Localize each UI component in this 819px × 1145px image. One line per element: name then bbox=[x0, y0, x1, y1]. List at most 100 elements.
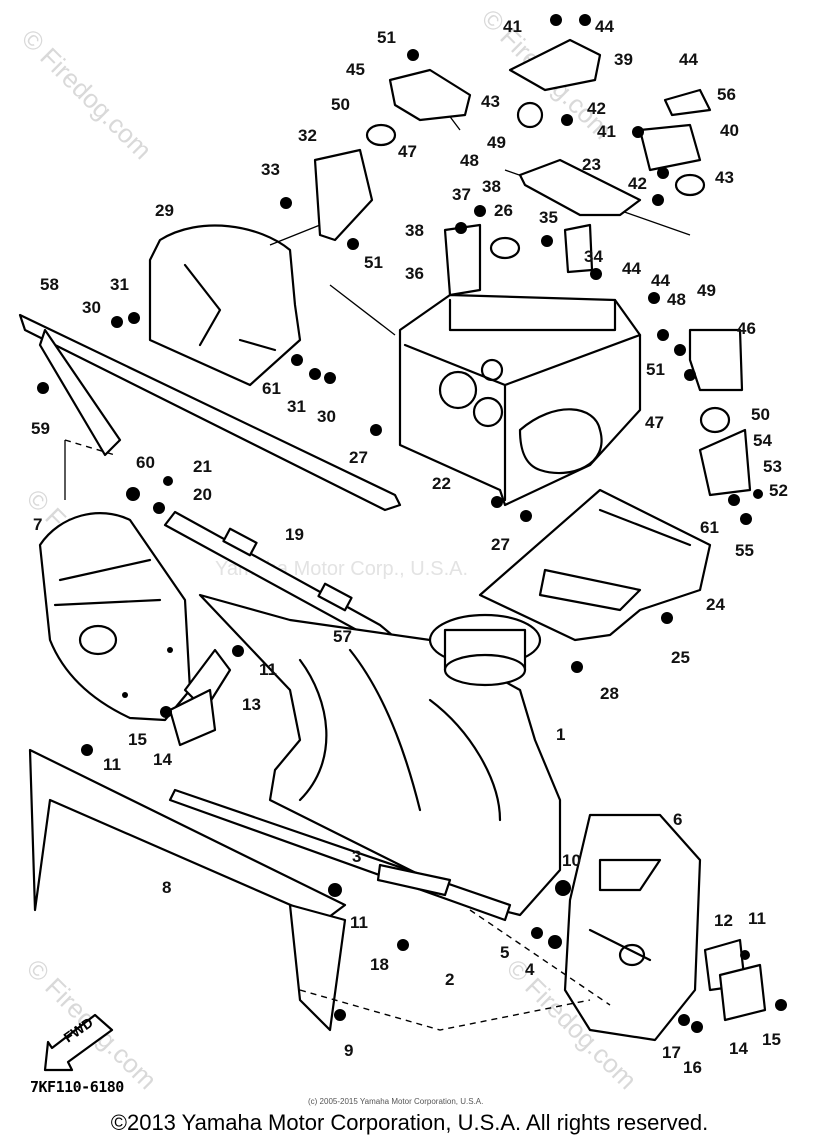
callout-40: 40 bbox=[720, 121, 739, 140]
fastener-markers bbox=[37, 14, 787, 1033]
callout-48b: 48 bbox=[667, 290, 686, 309]
callout-30b: 30 bbox=[317, 407, 336, 426]
callout-3: 3 bbox=[352, 847, 361, 866]
side-plate-left bbox=[38, 512, 192, 722]
callout-20: 20 bbox=[193, 485, 212, 504]
callout-18: 18 bbox=[370, 955, 389, 974]
callout-12: 12 bbox=[714, 911, 733, 930]
callout-31b: 31 bbox=[287, 397, 306, 416]
callout-61b: 61 bbox=[700, 518, 719, 537]
callout-11b: 11 bbox=[103, 755, 121, 774]
frame-housing bbox=[398, 293, 642, 507]
lower-brackets bbox=[168, 648, 767, 1022]
callout-4: 4 bbox=[525, 960, 535, 979]
callout-6: 6 bbox=[673, 810, 682, 829]
callout-41a: 41 bbox=[503, 17, 522, 36]
callout-43b: 43 bbox=[715, 168, 734, 187]
callout-42b: 42 bbox=[628, 174, 647, 193]
callout-51c: 51 bbox=[646, 360, 665, 379]
side-plate-right bbox=[563, 813, 702, 1042]
callout-11c: 11 bbox=[350, 913, 368, 932]
watermark-top-left: © Firedog.com bbox=[16, 23, 158, 165]
callout-31a: 31 bbox=[110, 275, 129, 294]
callout-36: 36 bbox=[405, 264, 424, 283]
callout-50b: 50 bbox=[751, 405, 770, 424]
callout-26: 26 bbox=[494, 201, 513, 220]
callout-8: 8 bbox=[162, 878, 171, 897]
callout-56: 56 bbox=[717, 85, 736, 104]
callout-41b: 41 bbox=[597, 122, 616, 141]
callout-labels: 1 2 3 4 5 6 7 8 9 10 11 11 11 11 12 13 1… bbox=[31, 17, 788, 1077]
callout-50a: 50 bbox=[331, 95, 350, 114]
callout-43a: 43 bbox=[481, 92, 500, 111]
callout-44a: 44 bbox=[595, 17, 614, 36]
callout-39: 39 bbox=[614, 50, 633, 69]
callout-11a: 11 bbox=[259, 660, 277, 679]
callout-37: 37 bbox=[452, 185, 471, 204]
callout-48a: 48 bbox=[460, 151, 479, 170]
callout-21: 21 bbox=[193, 457, 212, 476]
small-copyright: (c) 2005-2015 Yamaha Motor Corporation, … bbox=[308, 1097, 484, 1106]
callout-1: 1 bbox=[556, 725, 565, 744]
shroud-cover bbox=[148, 224, 302, 387]
callout-7: 7 bbox=[33, 515, 42, 534]
callout-23: 23 bbox=[582, 155, 601, 174]
callout-28: 28 bbox=[600, 684, 619, 703]
callout-54: 54 bbox=[753, 431, 772, 450]
callout-61a: 61 bbox=[262, 379, 281, 398]
callout-51a: 51 bbox=[377, 28, 396, 47]
callout-9: 9 bbox=[344, 1041, 353, 1060]
callout-38a: 38 bbox=[482, 177, 501, 196]
callout-27b: 27 bbox=[491, 535, 510, 554]
copyright-footer: ©2013 Yamaha Motor Corporation, U.S.A. A… bbox=[110, 1110, 709, 1135]
front-skid-left bbox=[28, 748, 347, 1032]
callout-58: 58 bbox=[40, 275, 59, 294]
callout-30a: 30 bbox=[82, 298, 101, 317]
callout-10: 10 bbox=[562, 851, 581, 870]
callout-34: 34 bbox=[584, 247, 603, 266]
callout-57: 57 bbox=[333, 627, 352, 646]
fwd-arrow: FWD bbox=[43, 1013, 114, 1072]
leader-lines bbox=[269, 109, 691, 1031]
top-brackets bbox=[313, 38, 752, 497]
callout-44d: 44 bbox=[651, 271, 670, 290]
callout-22: 22 bbox=[432, 474, 451, 493]
callout-16: 16 bbox=[683, 1058, 702, 1077]
callout-17: 17 bbox=[662, 1043, 681, 1062]
diagram-code: 7KF110-6180 bbox=[30, 1078, 124, 1096]
callout-11d: 11 bbox=[748, 909, 766, 928]
callout-5: 5 bbox=[500, 943, 509, 962]
callout-2: 2 bbox=[445, 970, 454, 989]
callout-38b: 38 bbox=[405, 221, 424, 240]
callout-55: 55 bbox=[735, 541, 754, 560]
callout-49b: 49 bbox=[697, 281, 716, 300]
bottom-plate bbox=[478, 488, 712, 642]
callout-49a: 49 bbox=[487, 133, 506, 152]
callout-24: 24 bbox=[706, 595, 725, 614]
callout-33: 33 bbox=[261, 160, 280, 179]
callout-47a: 47 bbox=[398, 142, 417, 161]
callout-19: 19 bbox=[285, 525, 304, 544]
callout-14b: 14 bbox=[729, 1039, 748, 1058]
callout-59: 59 bbox=[31, 419, 50, 438]
callout-13: 13 bbox=[242, 695, 261, 714]
callout-25: 25 bbox=[671, 648, 690, 667]
callout-14a: 14 bbox=[153, 750, 172, 769]
callout-32: 32 bbox=[298, 126, 317, 145]
callout-60: 60 bbox=[136, 453, 155, 472]
callout-29: 29 bbox=[155, 201, 174, 220]
callout-53: 53 bbox=[763, 457, 782, 476]
callout-27a: 27 bbox=[349, 448, 368, 467]
callout-15a: 15 bbox=[128, 730, 147, 749]
callout-45: 45 bbox=[346, 60, 365, 79]
callout-46: 46 bbox=[737, 319, 756, 338]
callout-42a: 42 bbox=[587, 99, 606, 118]
callout-51b: 51 bbox=[364, 253, 383, 272]
callout-47b: 47 bbox=[645, 413, 664, 432]
callout-44b: 44 bbox=[679, 50, 698, 69]
callout-52: 52 bbox=[769, 481, 788, 500]
callout-35: 35 bbox=[539, 208, 558, 227]
callout-44c: 44 bbox=[622, 259, 641, 278]
callout-15b: 15 bbox=[762, 1030, 781, 1049]
